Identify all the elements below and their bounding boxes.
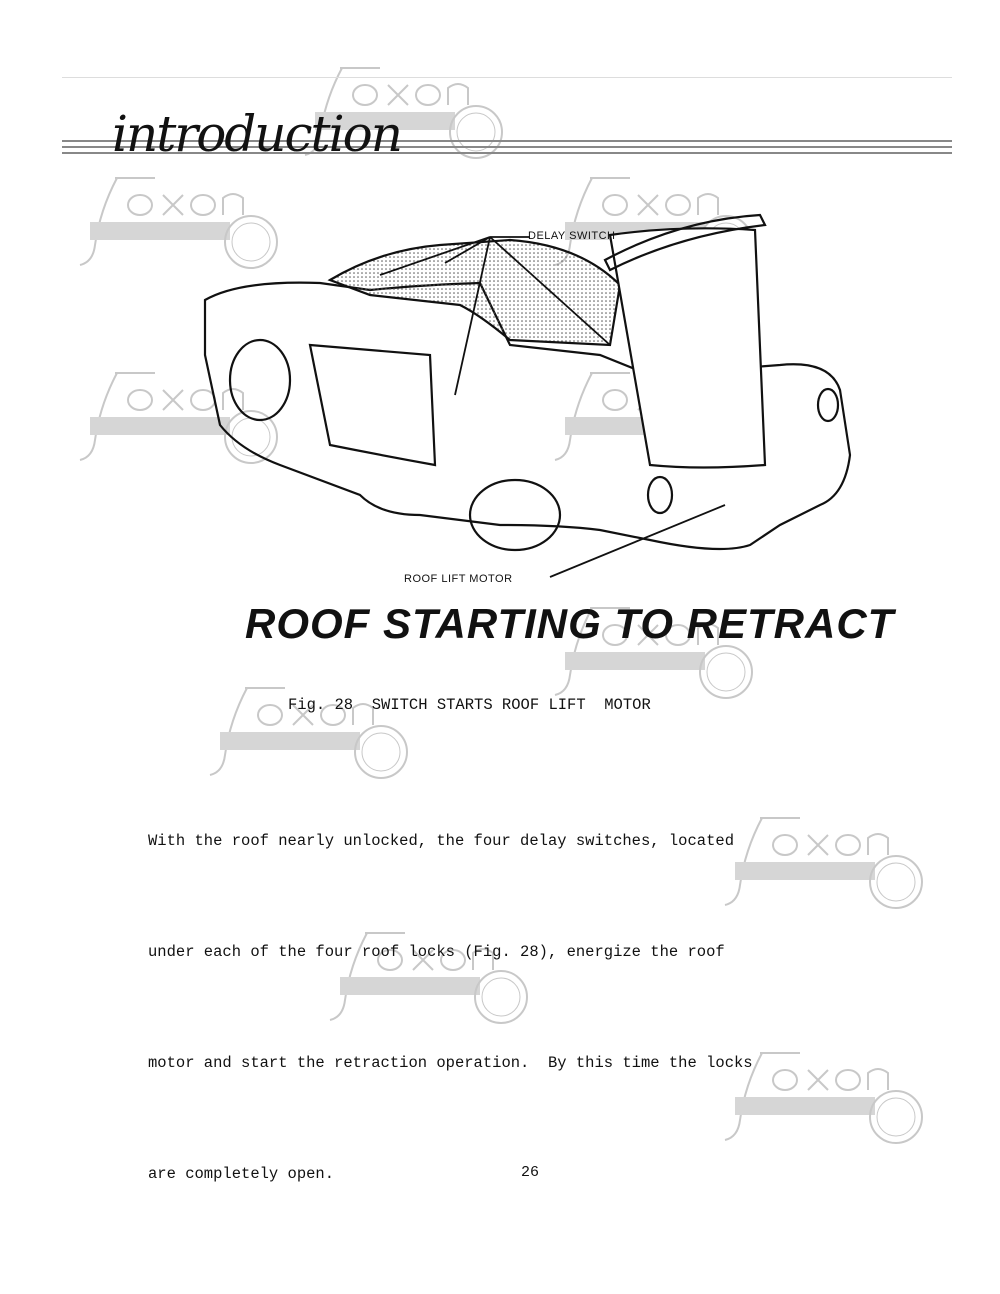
tail-light <box>646 475 674 515</box>
header-rule <box>62 77 952 78</box>
callout-roof-lift-motor: ROOF LIFT MOTOR <box>404 573 513 585</box>
trunk-lid <box>608 227 767 469</box>
rear-wheel <box>468 478 562 552</box>
trunk-spoiler <box>603 213 767 272</box>
body-paragraph: With the roof nearly unlocked, the four … <box>148 749 753 1230</box>
figure-caption: Fig. 28 SWITCH STARTS ROOF LIFT MOTOR <box>288 696 651 714</box>
body-line: are completely open. <box>148 1165 335 1183</box>
callout-delay-switch: DELAY SWITCH <box>528 230 616 242</box>
front-wheel <box>228 338 292 422</box>
body-line: motor and start the retraction operation… <box>148 1054 753 1072</box>
figure-title: ROOF STARTING TO RETRACT <box>245 600 895 647</box>
car-illustration <box>203 213 852 578</box>
header-staff-line <box>62 140 952 142</box>
section-heading: introduction <box>112 105 403 163</box>
header-staff-line <box>62 146 952 148</box>
roof-fabric <box>327 238 622 347</box>
header-staff-line <box>62 152 952 154</box>
page-number: 26 <box>521 1164 540 1181</box>
tail-light <box>816 387 840 423</box>
door <box>308 343 437 467</box>
body-line: With the roof nearly unlocked, the four … <box>148 832 734 850</box>
body-line: under each of the four roof locks (Fig. … <box>148 943 725 961</box>
callout-lines <box>379 236 726 578</box>
